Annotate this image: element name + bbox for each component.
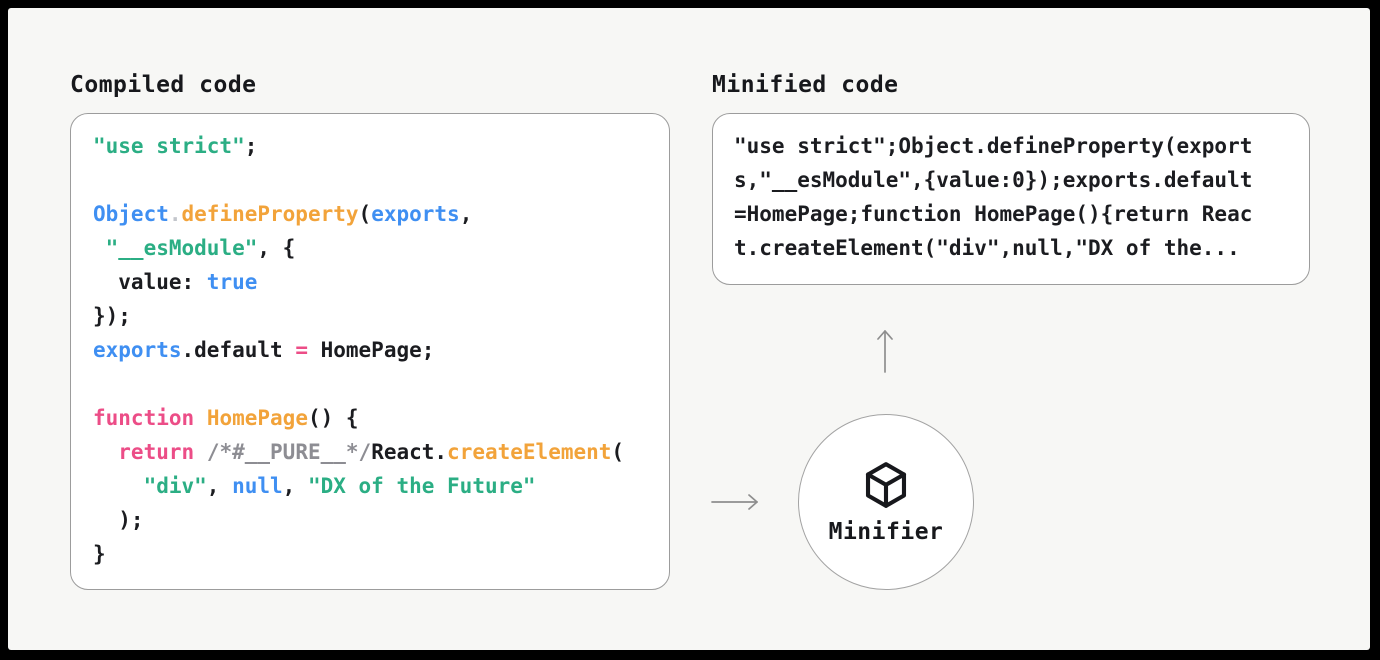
right-arrow-icon: [711, 494, 758, 510]
minified-code-box: "use strict";Object.defineProperty(expor…: [712, 113, 1310, 285]
up-arrow-icon: [877, 330, 893, 373]
minifier-node: Minifier: [798, 414, 974, 590]
compiled-code-title: Compiled code: [70, 72, 257, 98]
diagram-canvas: Compiled code "use strict"; Object.defin…: [8, 8, 1370, 650]
minified-code-title: Minified code: [712, 72, 899, 98]
minified-code: "use strict";Object.defineProperty(expor…: [734, 134, 1253, 260]
cube-icon: [860, 459, 912, 511]
compiled-code: "use strict"; Object.defineProperty(expo…: [93, 134, 625, 566]
compiled-code-box: "use strict"; Object.defineProperty(expo…: [70, 113, 670, 590]
minifier-label: Minifier: [828, 519, 944, 545]
